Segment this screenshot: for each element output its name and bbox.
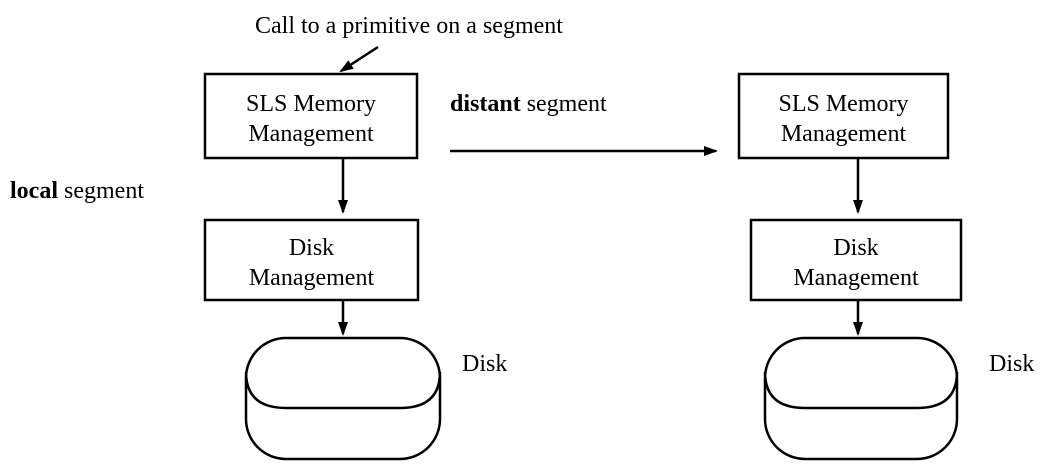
right-memory-line2: Management (780, 121, 907, 147)
right-disk-label: Disk (989, 351, 1035, 377)
left-disk-line2: Management (248, 265, 375, 291)
distant-rest: segment (526, 91, 607, 117)
right-disk-cylinder (763, 336, 959, 461)
distant-bold: distant (450, 91, 521, 117)
left-memory-line2: Management (248, 121, 374, 147)
right-memory-box-label: SLS Memory Management (739, 89, 948, 149)
left-disk-box (203, 218, 420, 302)
local-bold: local (10, 178, 58, 204)
right-disk-box (749, 218, 963, 302)
left-memory-box (203, 72, 419, 160)
left-disk-line1: Disk (288, 235, 335, 261)
distant-segment-label: distant segment (450, 92, 607, 116)
right-disk-line2: Management (793, 265, 919, 291)
right-memory-line1: SLS Memory (778, 91, 909, 117)
right-disk-line1: Disk (833, 235, 879, 261)
call-arrow (339, 45, 379, 73)
left-disk-box-label: Disk Management (205, 233, 418, 293)
right-disk-box-label: Disk Management (751, 233, 961, 293)
left-memory-line1: SLS Memory (245, 91, 376, 117)
call-annotation: Call to a primitive on a segment (255, 13, 563, 39)
local-rest: segment (64, 178, 144, 204)
left-disk-cylinder (244, 336, 442, 461)
local-segment-label: local segment (10, 179, 144, 203)
left-memory-box-label: SLS Memory Management (205, 89, 417, 149)
right-memory-box (737, 72, 950, 160)
left-disk-label: Disk (462, 351, 508, 377)
